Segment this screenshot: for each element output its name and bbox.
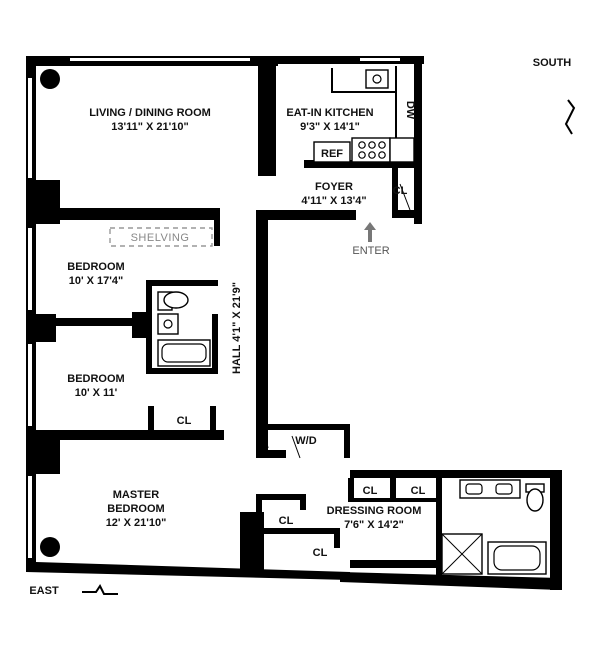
dishwasher-label: DW [404,101,416,120]
double-vanity [459,479,521,499]
foyer-size: 4'11" X 13'4" [301,195,366,207]
entry-arrow [364,222,376,242]
living-room-size: 13'11" X 21'10" [111,121,188,133]
south-break-symbol [564,99,576,135]
bedroom2-size: 10' X 11' [75,387,118,399]
master-toilet [526,488,544,512]
hall-label: HALL 4'1" X 21'9" [231,282,243,374]
kitchen-size: 9'3" X 14'1" [300,121,360,133]
shelving-outline [109,227,213,247]
master-name-line1: MASTER [113,489,160,501]
dressing-closet2-label: CL [411,485,426,497]
bedroom2-name: BEDROOM [67,373,124,385]
enter-label: ENTER [352,245,389,257]
master-bath-fixtures [441,479,547,575]
refrigerator-label: REF [321,148,343,160]
compass-east-label: EAST [29,585,59,597]
interior-walls [56,56,442,576]
doors [261,183,411,459]
washer-dryer-label: W/D [295,435,316,447]
bedroom1-size: 10' X 17'4" [69,275,123,287]
bedroom2-closet-label: CL [177,415,192,427]
refrigerator [313,141,351,163]
column-marker-top [40,69,60,89]
dressing-room-name: DRESSING ROOM [327,505,422,517]
dressing-room-size: 7'6" X 14'2" [344,519,404,531]
column-marker-bottom [40,537,60,557]
kitchen-fixtures [313,66,415,163]
master-closet2-label: CL [313,547,328,559]
kitchen-sink [365,69,389,89]
master-closet1-label: CL [279,515,294,527]
bedroom1-name: BEDROOM [67,261,124,273]
toilet [163,291,189,309]
hall-bath-fixtures [157,291,211,367]
compass-south-label: SOUTH [533,57,572,69]
foyer-name: FOYER [315,181,353,193]
east-break-symbol [82,584,118,595]
vanity-sink [157,313,179,335]
master-name-line2: BEDROOM [107,503,164,515]
kitchen-name: EAT-IN KITCHEN [286,107,373,119]
master-bathtub [487,541,547,575]
exterior-walls [26,56,562,590]
shelving-label: SHELVING [131,232,190,244]
master-size: 12' X 21'10" [106,517,167,529]
foyer-closet-label: CL [393,185,408,197]
living-room-name: LIVING / DINING ROOM [89,107,211,119]
dressing-closet1-label: CL [363,485,378,497]
